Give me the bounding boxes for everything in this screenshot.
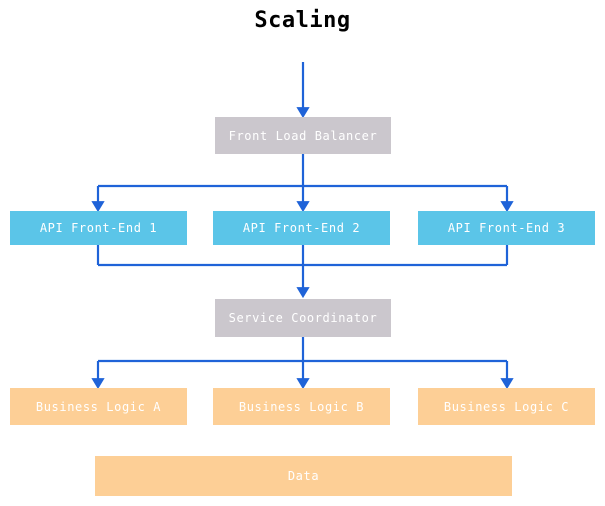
node-api-front-end-1[interactable]: API Front-End 1 — [10, 211, 187, 245]
node-api-front-end-2[interactable]: API Front-End 2 — [213, 211, 390, 245]
node-business-logic-b[interactable]: Business Logic B — [213, 388, 390, 425]
diagram-title: Scaling — [254, 8, 351, 33]
node-service-coordinator[interactable]: Service Coordinator — [215, 299, 391, 337]
edge-api-tier-to-coordinator — [96, 245, 509, 299]
node-data[interactable]: Data — [95, 456, 512, 496]
edge-balancer-to-api-tier — [91, 154, 514, 213]
node-business-logic-c[interactable]: Business Logic C — [418, 388, 595, 425]
node-front-load-balancer[interactable]: Front Load Balancer — [215, 117, 391, 154]
node-business-logic-a[interactable]: Business Logic A — [10, 388, 187, 425]
node-api-front-end-3[interactable]: API Front-End 3 — [418, 211, 595, 245]
edge-coordinator-to-logic-tier — [91, 337, 514, 390]
